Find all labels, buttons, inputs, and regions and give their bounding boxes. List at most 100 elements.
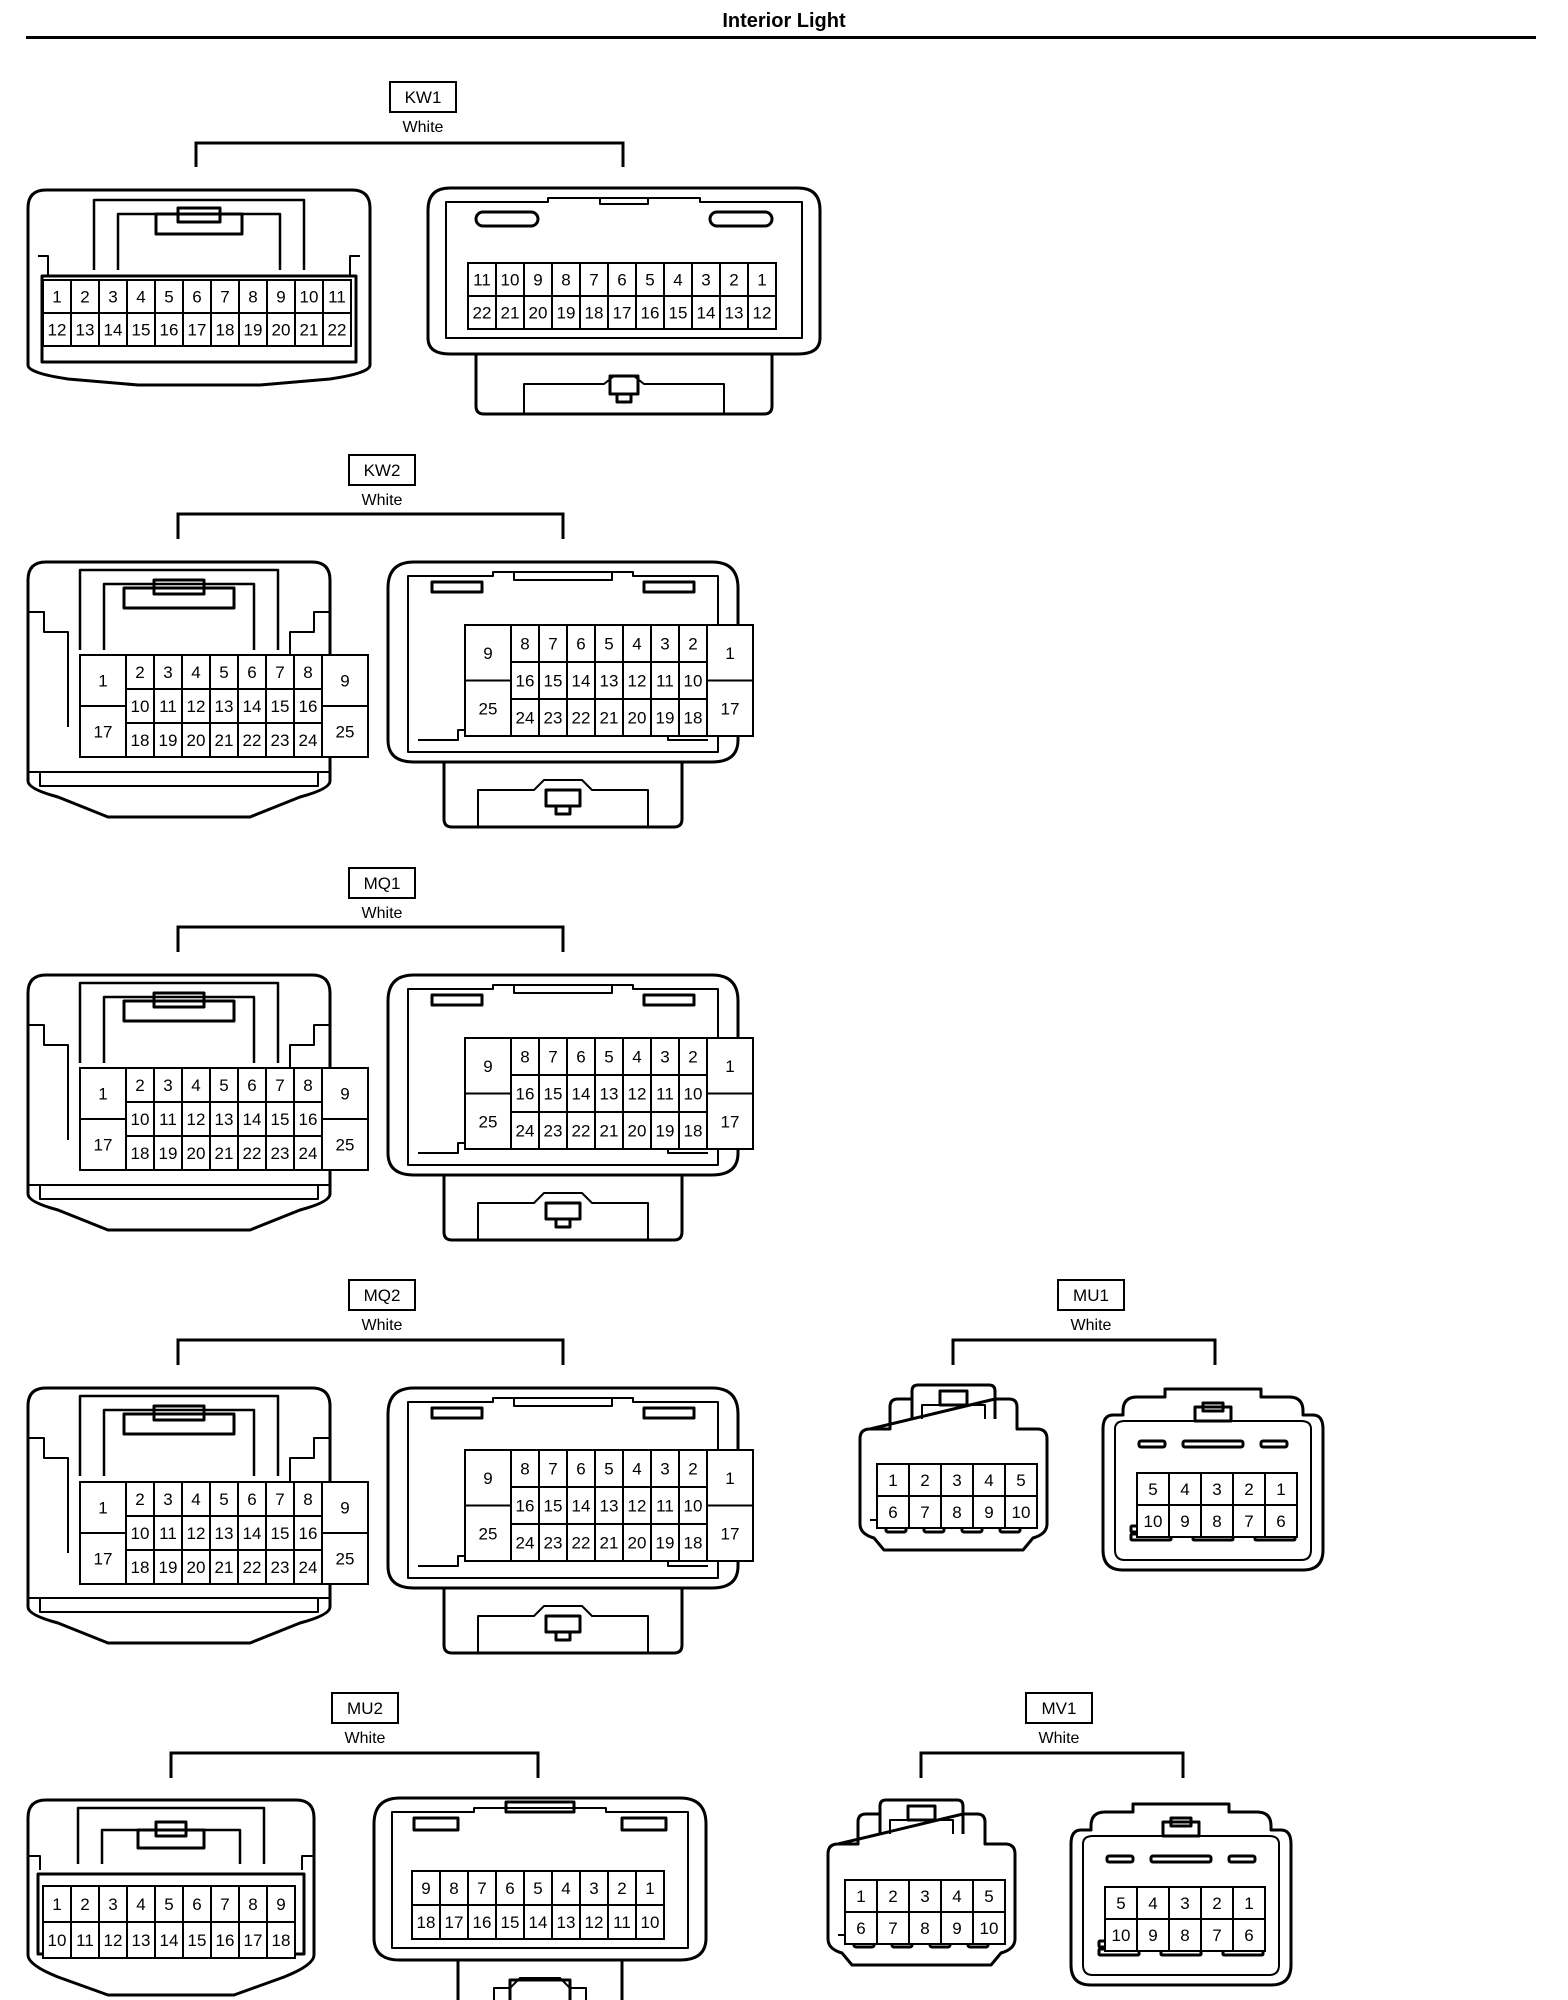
pin-number: 17 [613,304,632,323]
pin-number: 7 [1212,1926,1221,1945]
pin-cell [579,262,609,297]
pin-cell [495,295,525,330]
pin-number: 10 [980,1919,999,1938]
pin-number: 9 [483,1057,492,1076]
connector-code-box [331,1692,399,1724]
pin-cell [538,1523,568,1562]
pin-number: 17 [94,1550,113,1569]
pin-cell [1232,1504,1266,1538]
pin-cell [663,295,693,330]
pin-number: 16 [160,321,179,340]
pin-cell [1004,1463,1038,1497]
pin-number: 1 [725,1057,734,1076]
pin-cell [1200,1504,1234,1538]
pin-number: 8 [520,1048,529,1067]
pin-cell [294,279,324,314]
pin-number: 19 [159,1558,178,1577]
pin-cell [706,1449,754,1507]
pin-cell [607,1870,637,1906]
pin-cell [265,722,295,758]
pin-cell [209,1101,239,1137]
pin-number: 18 [131,1144,150,1163]
pin-cell [42,1921,72,1959]
pin-cell [876,1911,910,1945]
pin-number: 23 [271,1558,290,1577]
pin-cell [940,1911,974,1945]
connector-code: MQ2 [364,1286,401,1305]
connector-bracket [951,1338,1217,1365]
pin-number: 21 [600,709,619,728]
pin-number: 22 [243,1144,262,1163]
pin-cell [153,1515,183,1551]
pin-number: 12 [585,1913,604,1932]
pin-number: 14 [160,1931,179,1950]
pin-number: 21 [300,321,319,340]
pin-cell [321,1532,369,1585]
pin-cell [238,312,268,347]
pin-number: 3 [660,1048,669,1067]
pin-number: 14 [572,1085,591,1104]
pin-number: 11 [656,1497,674,1516]
pin-number: 2 [729,271,738,290]
pin-number: 4 [191,663,200,682]
pin-number: 23 [271,1144,290,1163]
pin-cell [153,1135,183,1171]
pin-number: 13 [600,672,619,691]
pin-number: 9 [276,1895,285,1914]
connector-code-box [348,867,416,899]
pin-number: 5 [219,1490,228,1509]
pin-number: 24 [299,731,318,750]
pin-number: 13 [725,304,744,323]
pin-number: 25 [479,1524,498,1543]
pin-number: 9 [1148,1926,1157,1945]
connector-bracket [176,925,565,952]
pin-number: 2 [920,1471,929,1490]
pin-number: 20 [187,731,206,750]
pin-cell [523,262,553,297]
pin-number: 9 [421,1879,430,1898]
pin-cell [566,1111,596,1150]
pin-number: 2 [135,663,144,682]
pin-cell [209,1549,239,1585]
pin-number: 6 [192,1895,201,1914]
pin-cell [293,722,323,758]
pin-number: 6 [576,1460,585,1479]
mu2-view-2-shell [372,1796,708,2000]
pin-number: 3 [108,288,117,307]
pin-cell [747,295,777,330]
pin-number: 5 [1016,1471,1025,1490]
pin-number: 15 [132,321,151,340]
pin-number: 12 [187,1110,206,1129]
pin-number: 3 [589,1879,598,1898]
pin-cell [125,1515,155,1551]
pin-number: 3 [952,1471,961,1490]
pin-cell [125,1549,155,1585]
pin-number: 10 [1112,1926,1131,1945]
pin-number: 5 [984,1887,993,1906]
pin-cell [876,1463,910,1497]
pin-cell [594,1111,624,1150]
pin-cell [650,1523,680,1562]
pin-number: 15 [669,304,688,323]
pin-number: 10 [1012,1503,1031,1522]
pin-number: 20 [628,709,647,728]
pin-number: 7 [275,663,284,682]
pin-cell [181,1481,211,1517]
pin-cell [635,1904,665,1940]
pin-cell [266,1885,296,1923]
pin-cell [607,295,637,330]
pin-cell [266,1921,296,1959]
pin-number: 6 [856,1919,865,1938]
connector-bracket [169,1751,540,1778]
pin-number: 1 [645,1879,654,1898]
pin-cell [579,1904,609,1940]
pin-cell [972,1495,1006,1529]
pin-cell [1136,1504,1170,1538]
pin-cell [182,1921,212,1959]
pin-cell [1264,1504,1298,1538]
connector-code-box [348,454,416,486]
pin-number: 12 [753,304,772,323]
pin-cell [181,1549,211,1585]
